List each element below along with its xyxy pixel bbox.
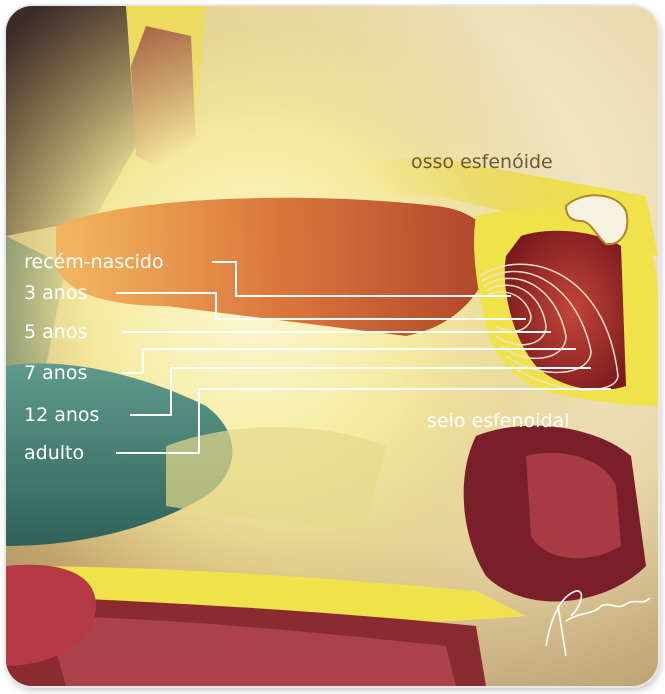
label-seio-esfenoidal: seio esfenoidal (427, 410, 569, 432)
label-adulto: adulto (24, 442, 84, 464)
sphenoid-sinus-illustration: recém-nascido 3 anos 5 anos 7 anos 12 an… (6, 6, 658, 686)
label-3-anos: 3 anos (24, 282, 87, 304)
label-7-anos: 7 anos (24, 362, 87, 384)
label-5-anos: 5 anos (24, 321, 87, 343)
label-12-anos: 12 anos (24, 404, 99, 426)
label-recem-nascido: recém-nascido (24, 251, 164, 273)
label-osso-esfenoide: osso esfenóide (411, 151, 553, 173)
illustration-frame: recém-nascido 3 anos 5 anos 7 anos 12 an… (6, 6, 658, 686)
